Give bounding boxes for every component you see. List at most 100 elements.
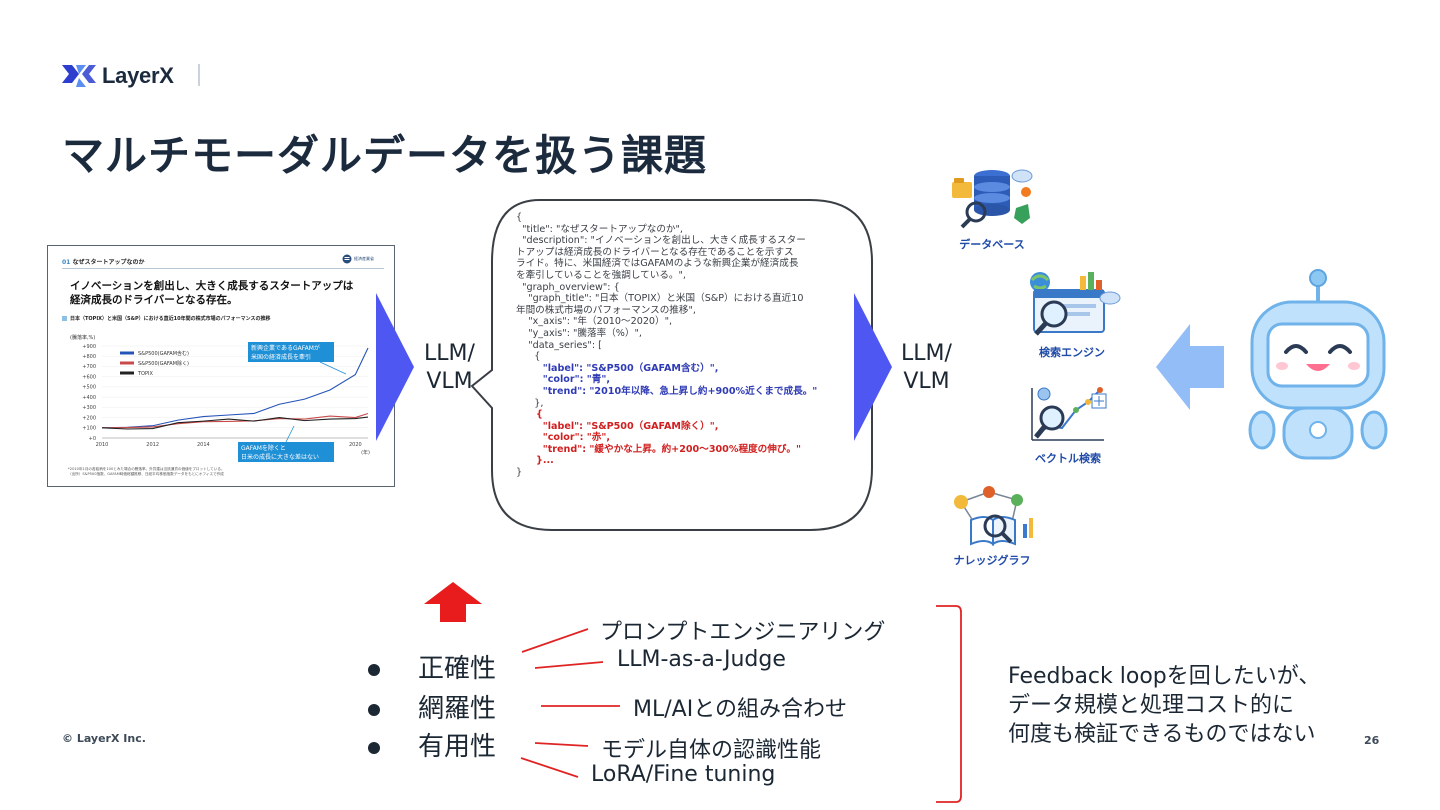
json-line: {	[516, 351, 541, 363]
json-speech-bubble	[470, 199, 873, 531]
chart-ylabel: (騰落率,%)	[70, 334, 95, 341]
tool-label-knowledge-graph: ナレッジグラフ	[953, 554, 1031, 567]
llm-label-line1: LLM/	[901, 341, 952, 366]
page-number: 26	[1364, 734, 1380, 747]
tool-label-search-engine: 検索エンジン	[1039, 346, 1105, 359]
chart-ytick-label: +500	[82, 385, 96, 391]
json-line-red: "trend": "緩やかな上昇。約+200〜300%程度の伸び。"	[516, 443, 802, 455]
json-line: "x_axis": "年（2010〜2020）",	[516, 316, 673, 328]
json-line: 年間の株式市場のパフォーマンスの推移",	[516, 304, 696, 316]
chart-xunit-label: (年)	[361, 449, 370, 456]
llm-label-line1: LLM/	[424, 341, 475, 366]
robot-to-tools-arrow	[1156, 324, 1224, 410]
bullet-label: 網羅性	[418, 694, 497, 724]
method-lora-fine-tuning: LoRA/Fine tuning	[591, 762, 776, 787]
feedback-line2: データ規模と処理コスト的に	[1008, 693, 1295, 718]
vector-search-icon	[1031, 387, 1107, 441]
bullet-dot-icon	[368, 703, 380, 716]
thumbnail-heading-line2: 経済成長のドライバーとなる存在。	[70, 294, 238, 306]
bullet-label: 正確性	[418, 654, 497, 684]
chart-ytick-label: +400	[82, 395, 96, 401]
method-ml-ai-combination: ML/AIとの組み合わせ	[633, 697, 847, 722]
chart-annotation-text: 日米の成長に大きな差はない	[241, 453, 319, 461]
tool-label-database: データベース	[959, 238, 1025, 251]
method-model-recognition: モデル自体の認識性能	[601, 738, 822, 763]
json-line: "graph_overview": {	[516, 281, 620, 293]
chart-subtitle: 日本（TOPIX）と米国（S&P）における直近10年間の株式市場のパフォーマンス…	[70, 316, 271, 322]
thumbnail-heading-line1: イノベーションを創出し、大きく成長するスタートアップは	[70, 280, 354, 292]
bullet-dot-icon	[368, 741, 380, 754]
chart-annotation-box	[248, 342, 334, 362]
chart-footnote: *2010年1月の各銘柄を100とみた場合の騰落率。外貨建は当該通貨の価値をプロ…	[68, 466, 225, 471]
tool-label-vector-search: ベクトル検索	[1035, 452, 1101, 465]
chart-annotation-box	[238, 442, 334, 462]
chart-ytick-label: +100	[82, 426, 96, 432]
layerx-logo: LayerX	[62, 60, 212, 92]
json-line: "y_axis": "騰落率（%）",	[516, 327, 642, 339]
search-engine-icon	[1030, 272, 1121, 336]
page-title: マルチモーダルデータを扱う課題	[62, 131, 708, 180]
tool-database: データベース	[944, 164, 1040, 252]
chart-footnote: （出所）S&P500指数、GAFAM時価総額推移、日経平均株価指数データをもとに…	[68, 471, 224, 476]
chart-legend-label: S&P500(GAFAM含む)	[138, 350, 189, 357]
feedback-line3: 何度も検証できるものではない	[1008, 722, 1316, 747]
json-line: },	[516, 397, 544, 409]
chart-legend-swatch	[120, 351, 134, 355]
database-icon	[952, 169, 1033, 229]
pipeline-arrow-2	[854, 293, 892, 441]
bullet-coverage: 網羅性	[368, 688, 496, 725]
bullet-label: 有用性	[418, 732, 497, 762]
logo-text: LayerX	[102, 63, 174, 88]
method-llm-as-a-judge: LLM-as-a-Judge	[617, 647, 786, 672]
chart-ytick-label: +600	[82, 374, 96, 380]
json-output: { "title": "なぜスタートアップなのか", "description"…	[516, 212, 850, 479]
bullet-usefulness: 有用性	[368, 726, 496, 763]
json-line: }	[516, 467, 523, 479]
publisher-logo-text: 経済産業省	[354, 256, 374, 261]
json-line: トアップは経済成長のドライバーとなる存在であることを示すス	[516, 246, 794, 258]
json-line-red: {	[516, 409, 543, 421]
llm-vlm-label-2: LLM/ VLM	[901, 340, 952, 396]
bullet-dot-icon	[368, 663, 380, 676]
chart-annotation-pointer	[285, 425, 295, 443]
chart-legend-label: S&P500(GAFAM除く)	[138, 360, 189, 367]
red-up-arrow	[424, 582, 482, 622]
feedback-note: Feedback loopを回したいが、 データ規模と処理コスト的に 何度も検証…	[1008, 662, 1320, 749]
chart-ytick-label: +300	[82, 405, 96, 411]
chart-series-line	[101, 347, 369, 429]
thumbnail-header-rule	[62, 268, 384, 269]
copyright: © LayerX Inc.	[62, 732, 146, 745]
chart-series-line	[101, 416, 369, 430]
slide-thumbnail: 01 なぜスタートアップなのか 経済産業省 イノベーションを創出し、大きく成長す…	[47, 245, 395, 487]
chart-ytick-label: +800	[82, 354, 96, 360]
llm-label-line2: VLM	[426, 369, 473, 394]
header-divider	[198, 64, 200, 86]
chart-annotation-text: GAFAMを除くと	[241, 444, 286, 452]
chart-legend-swatch	[120, 371, 134, 375]
tool-search-engine: 検索エンジン	[1022, 268, 1122, 360]
publisher-logo: 経済産業省	[342, 253, 386, 265]
publisher-emblem-icon	[342, 254, 352, 264]
thumbnail-section-number: 01	[62, 259, 71, 266]
feedback-line1: Feedback loopを回したいが、	[1008, 664, 1321, 689]
chart-ytick-label: +200	[82, 415, 96, 421]
bullet-accuracy: 正確性	[368, 648, 496, 685]
json-line-blue: "trend": "2010年以降、急上昇し約+900%近くまで成長。"	[516, 385, 818, 397]
chart-annotation-pointer	[319, 361, 347, 375]
chart-annotation-text: 米国の経済成長を牽引	[251, 353, 311, 361]
json-line: {	[516, 212, 523, 223]
json-line: ライド。特に、米国経済ではGAFAMのような新興企業が経済成長	[516, 258, 799, 270]
chart-legend-swatch	[120, 361, 134, 365]
json-line: "graph_title": "日本（TOPIX）と米国（S&P）における直近1…	[516, 293, 804, 305]
method-prompt-engineering: プロンプトエンジニアリング	[600, 620, 886, 645]
chart-xtick-label: 2014	[197, 442, 210, 448]
chart-subtitle-marker	[62, 316, 67, 321]
chart-ytick-label: +0	[89, 436, 96, 442]
tool-knowledge-graph: ナレッジグラフ	[944, 480, 1040, 568]
json-line-red: }...	[516, 455, 554, 467]
json-line-blue: "color": "青",	[516, 374, 611, 386]
chart-legend-label: TOPIX	[137, 371, 153, 377]
json-line-blue: "label": "S&P500（GAFAM含む）",	[516, 362, 719, 374]
thumbnail-heading: イノベーションを創出し、大きく成長するスタートアップは 経済成長のドライバーとな…	[70, 279, 370, 307]
json-line: を牽引していることを強調している。",	[516, 269, 686, 281]
